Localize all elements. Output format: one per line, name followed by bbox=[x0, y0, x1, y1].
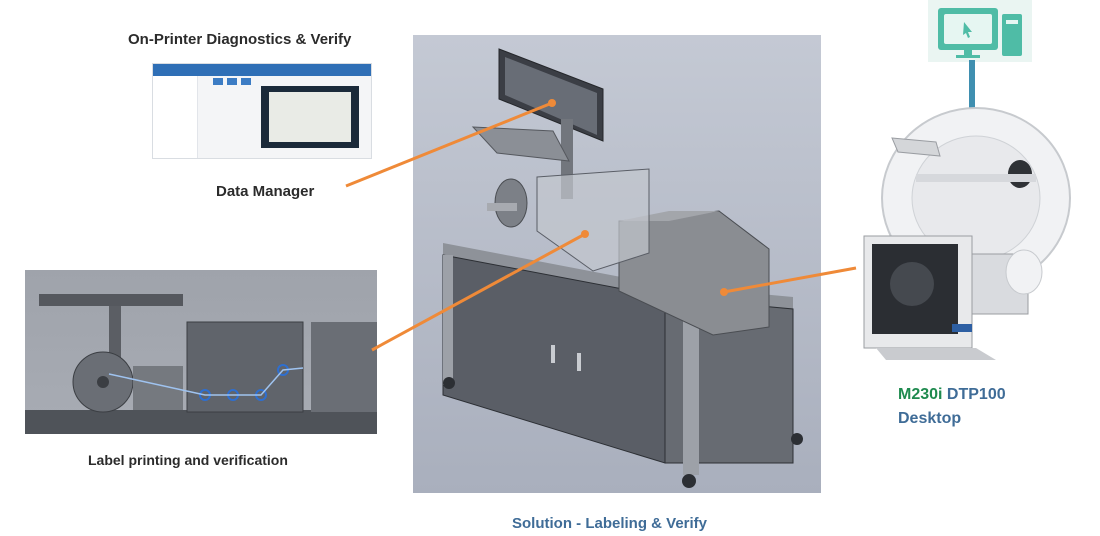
callout-printer bbox=[723, 266, 857, 294]
printing-drawing bbox=[25, 294, 377, 434]
callout-data-manager bbox=[345, 101, 553, 188]
thumb-tool-button bbox=[241, 78, 251, 85]
thumb-sidebar bbox=[153, 76, 198, 158]
diagnostics-label: On-Printer Diagnostics & Verify bbox=[128, 31, 352, 48]
thumb-tool-button bbox=[213, 78, 223, 85]
callout-endpoint bbox=[548, 99, 556, 107]
model-type: Desktop bbox=[898, 410, 962, 427]
solution-cad-image bbox=[413, 35, 821, 493]
monitor-drawing bbox=[938, 8, 1022, 58]
diagnostics-screenshot bbox=[152, 63, 372, 159]
thumb-label-preview bbox=[261, 86, 359, 148]
desktop-monitor-icon bbox=[928, 0, 1032, 62]
callout-label-printing bbox=[371, 232, 586, 352]
thumb-label-image bbox=[269, 92, 351, 142]
monitor-connector bbox=[969, 60, 975, 108]
printer-model-label: M230i DTP100 Desktop bbox=[898, 383, 1006, 431]
thumb-header-bar bbox=[153, 64, 371, 76]
printer-product-image bbox=[863, 107, 1071, 360]
solution-caption: Solution - Labeling & Verify bbox=[512, 515, 708, 532]
label-printing-label: Label printing and verification bbox=[88, 452, 288, 468]
label-printing-cad-image bbox=[25, 270, 377, 434]
model-name: M230i bbox=[898, 386, 943, 403]
callout-endpoint bbox=[720, 288, 728, 296]
solution-drawing bbox=[442, 48, 803, 488]
callout-endpoint bbox=[581, 230, 589, 238]
thumb-tool-button bbox=[227, 78, 237, 85]
data-manager-label: Data Manager bbox=[216, 183, 315, 200]
model-variant: DTP100 bbox=[946, 386, 1006, 403]
